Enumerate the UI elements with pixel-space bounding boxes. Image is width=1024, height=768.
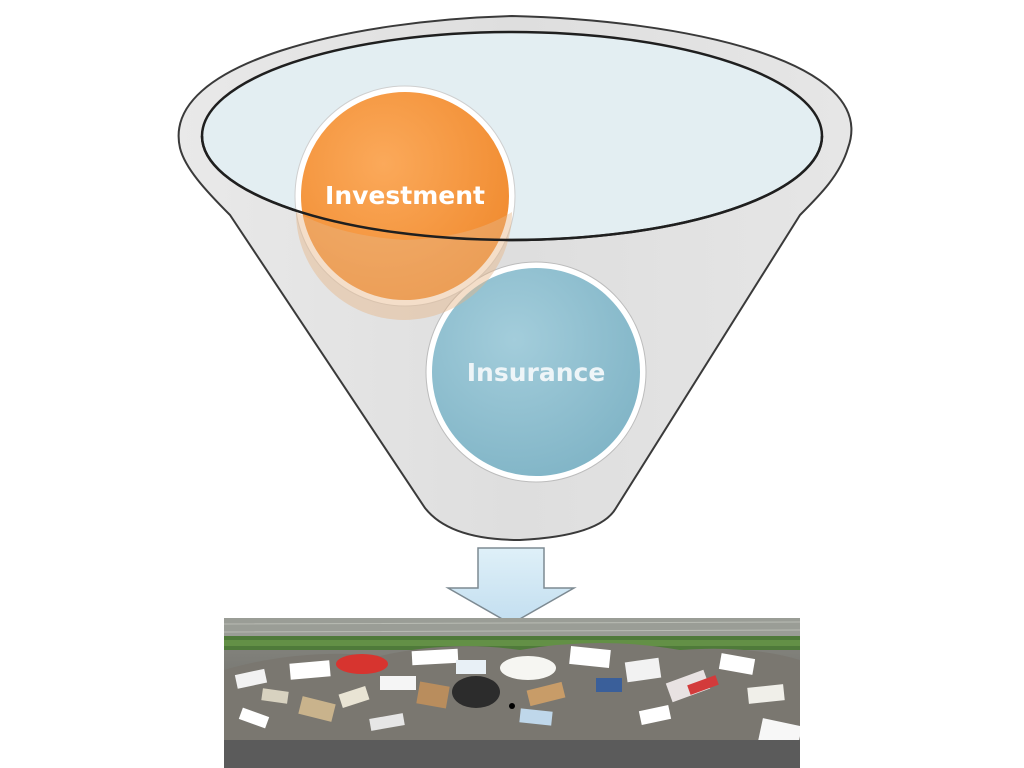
investment-label: Investment: [325, 181, 485, 210]
down-arrow: [445, 547, 577, 625]
investment-circle: Investment: [294, 85, 516, 320]
insurance-label: Insurance: [467, 358, 606, 387]
garbage-photo: [224, 618, 800, 768]
funnel-rim-front: [200, 135, 824, 242]
insurance-circle: Insurance: [425, 261, 647, 483]
